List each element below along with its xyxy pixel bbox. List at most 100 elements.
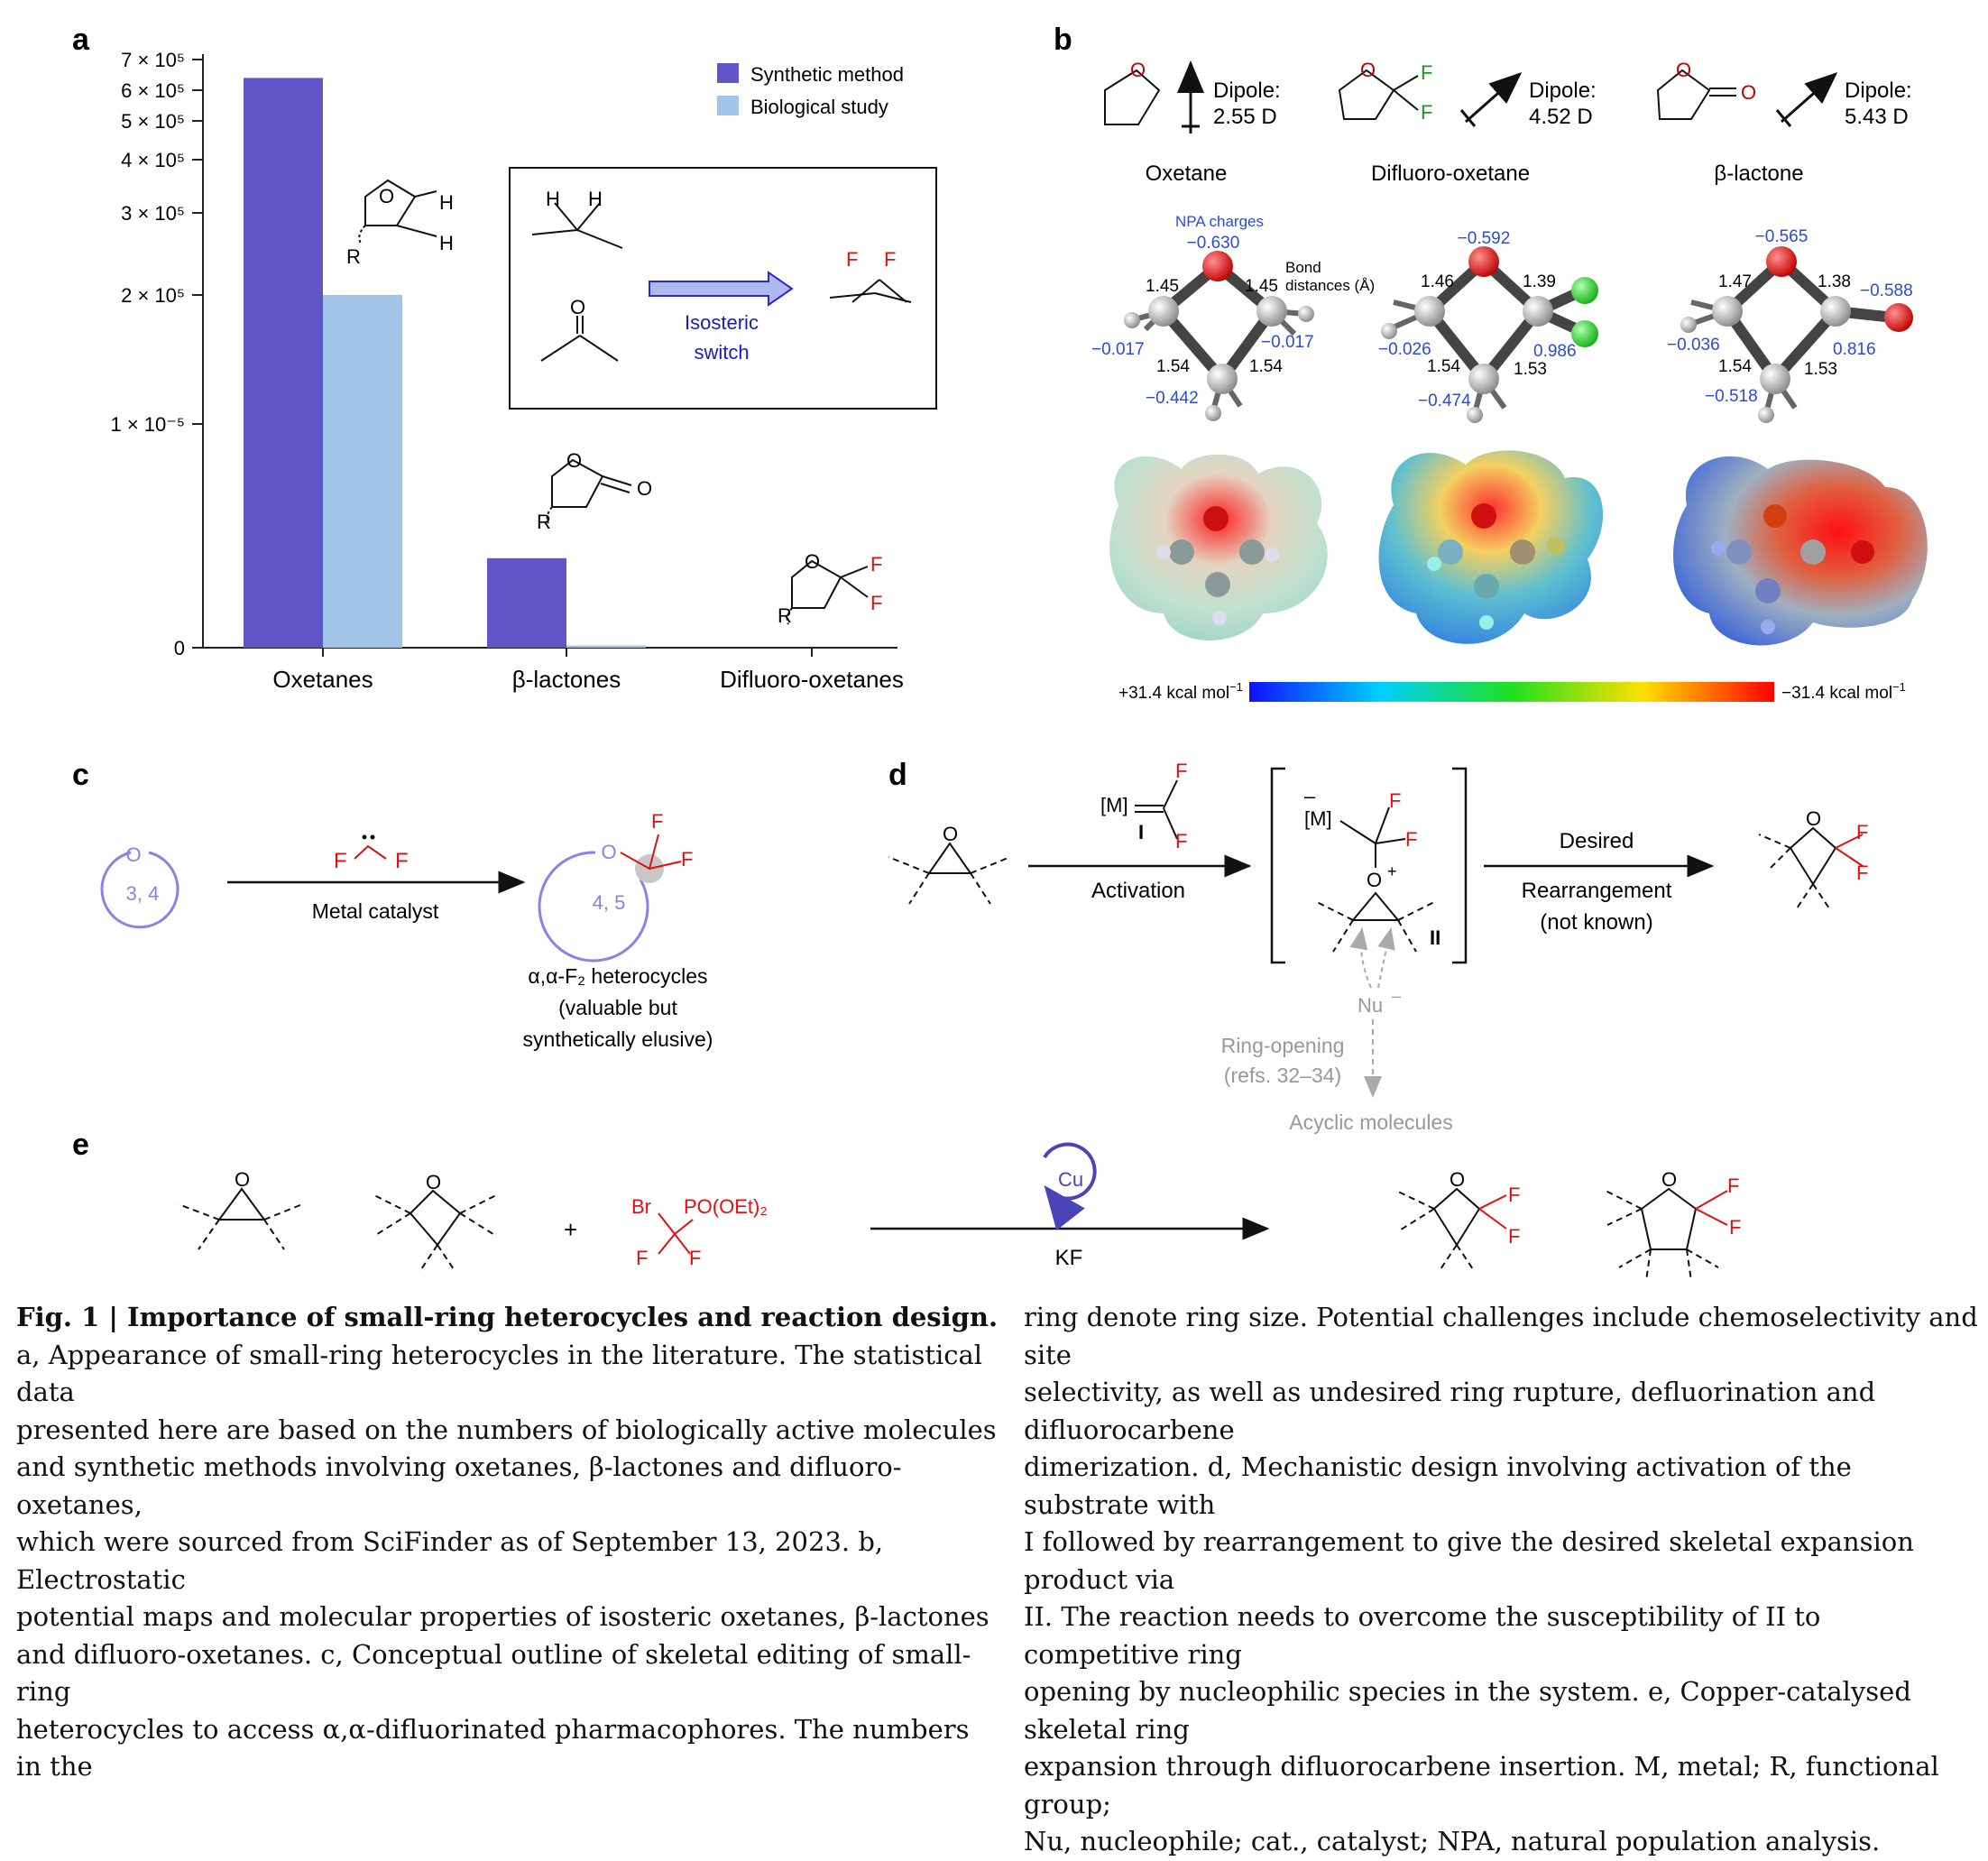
caption-right-line: expansion through difluorocarbene insert… [1024,1751,1939,1820]
nu-charge: – [1392,987,1401,1005]
esp-scale-bar [1249,682,1774,702]
b-lactone-ring [1656,69,1736,120]
b-lactone-carbonyl-o: O [1741,81,1756,104]
caption-left-line: and difluoro-oxetanes. c, Conceptual out… [16,1638,971,1708]
panel-label-c: c [72,758,89,792]
dist-lactone-3: 1.54 [1718,357,1752,376]
dist-dfo-4: 1.53 [1514,360,1547,379]
bars [244,78,646,648]
isosteric-label: Isosteric [685,311,759,334]
carbene-dot-2 [370,834,375,840]
dist-lactone-2: 1.38 [1818,272,1851,291]
caption-left-line: heterocycles to access α,α-difluorinated… [16,1713,970,1783]
c-desc-2: (valuable but [558,996,677,1019]
dfo-f1-label: F [870,553,882,576]
reagent-f2: F [1175,830,1187,852]
charge-lactone-co: −0.588 [1860,281,1913,300]
charge-lactone-c2: 0.816 [1833,340,1876,359]
intermediate-m: [M] [1304,807,1332,830]
o-charge: + [1387,862,1397,880]
dipole-label-lactone: Dipole: [1845,78,1912,103]
epoxide-e-o: O [235,1168,250,1191]
kf-label: KF [1055,1246,1083,1270]
y-tick-label: 3 × 10⁵ [121,202,185,225]
panel-label-b: b [1054,23,1072,57]
ball-stick-dfo [1381,246,1598,423]
npa-label: NPA charges [1175,213,1264,230]
product-d [1758,826,1864,912]
ball-stick-oxetane [1124,251,1314,421]
carbene-bonds [354,844,387,860]
nu-label: Nu [1358,994,1383,1017]
ring-left-size: 3, 4 [126,882,160,905]
dist-lactone-1: 1.47 [1718,272,1752,291]
charge-oxetane-c2: −0.017 [1261,333,1314,352]
b-dfo-f1: F [1421,61,1432,84]
caption-right-line: II. The reaction needs to overcome the s… [1024,1601,1821,1670]
product-e2-f1: F [1727,1175,1739,1197]
product-e1 [1395,1187,1507,1273]
b-lactone-o: O [1676,59,1691,81]
caption-left-line: presented here are based on the numbers … [16,1414,997,1445]
b-oxetane-ring [1104,69,1161,125]
switch-label: switch [694,341,749,364]
product-e2 [1605,1187,1728,1282]
catalytic-cycle-icon [1043,1142,1097,1230]
esp-map-dfo [1378,450,1604,644]
reagent-p: PO(OEt)₂ [684,1195,768,1218]
reagent-br: Br [631,1195,651,1218]
intermediate-f1: F [1389,789,1401,812]
dfo-r-label: R [778,604,792,627]
charge-dfo-o: −0.592 [1458,229,1511,248]
ring-right-f1: F [651,810,663,833]
inset-h2-label: H [588,188,603,210]
caption-left: Fig. 1 | Importance of small-ring hetero… [16,1299,999,1786]
panel-label-a: a [72,23,90,57]
charge-lactone-c3: −0.518 [1705,387,1758,406]
intermediate-epoxide [1316,891,1435,953]
product-e1-o: O [1450,1168,1465,1191]
c-desc-1: α,α-F₂ heterocycles [528,964,707,988]
activation-label: Activation [1091,879,1185,903]
charge-dfo-c1: −0.026 [1378,340,1431,359]
carbene-dot-1 [362,834,367,840]
legend-label-biological: Biological study [750,96,888,118]
dist-oxetane-3: 1.54 [1156,357,1190,376]
intermediate-f2: F [1405,828,1417,851]
b-oxetane-o: O [1130,59,1146,81]
desired-label: Desired [1560,829,1634,853]
bond-label-2: distances (Å) [1285,277,1375,294]
isosteric-switch-arrow [649,271,794,307]
y-tick-label: 7 × 10⁵ [121,49,185,71]
dipole-label-dfo: Dipole: [1529,78,1597,103]
reagent-m: [M] [1100,794,1128,816]
plus-sign: + [564,1216,577,1243]
product-e2-f2: F [1729,1216,1741,1239]
caption-right-line: I followed by rearrangement to give the … [1024,1526,1914,1595]
product-d-f1: F [1856,821,1868,843]
molecule-name-lactone: β-lactone [1714,161,1803,186]
lactone-o-label: O [566,449,582,472]
inset-f1-label: F [846,248,858,271]
epoxide-d-o: O [943,823,958,845]
caption-left-line: which were sourced from SciFinder as of … [16,1526,884,1595]
dist-lactone-4: 1.53 [1804,360,1837,379]
product-e1-f1: F [1508,1184,1520,1206]
panel-label-e: e [72,1128,89,1162]
cu-label: Cu [1058,1168,1083,1191]
dipole-value-oxetane: 2.55 D [1213,105,1277,129]
panel-label-d: d [888,758,907,792]
y-tick-label: 0 [174,637,185,659]
beta-lactone-structure [546,458,632,524]
product-d-f2: F [1856,861,1868,884]
ball-stick-lactone [1680,246,1913,423]
oxetane-r-label: R [346,245,361,268]
y-tick-label: 6 × 10⁵ [121,79,185,102]
caption-title: Fig. 1 | Importance of small-ring hetero… [16,1302,999,1332]
dipole-tail-dfo [1459,109,1477,127]
ring-left-o: O [125,843,141,866]
difluoro-oxetane-structure [786,559,869,625]
